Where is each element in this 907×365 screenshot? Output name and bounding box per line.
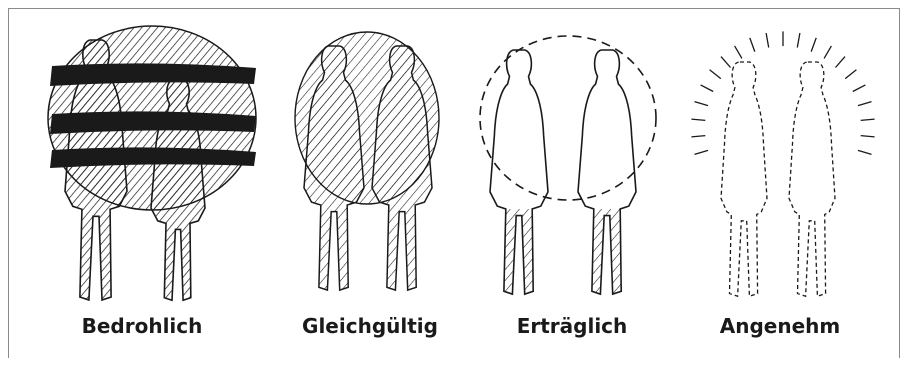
- panel-bedrohlich: [48, 26, 256, 300]
- figure-left: [721, 62, 767, 296]
- label-bedrohlich: Bedrohlich: [52, 314, 232, 338]
- halo-ray: [750, 38, 755, 52]
- halo-ray: [811, 38, 816, 52]
- halo-ray: [861, 119, 875, 120]
- figure-right: [789, 62, 835, 296]
- panel-gleichgueltig: [295, 32, 439, 290]
- halo-ray: [691, 119, 705, 120]
- hatched-legs-right: [592, 209, 621, 294]
- halo-ray: [861, 136, 875, 137]
- halo-ray: [858, 102, 872, 106]
- panel-angenehm: [691, 31, 874, 296]
- halo-ray: [710, 70, 721, 79]
- halo-ray: [845, 70, 856, 79]
- halo-ray: [735, 46, 742, 59]
- figure-left: [490, 50, 548, 294]
- halo-ray: [766, 33, 769, 48]
- halo-ray: [721, 57, 731, 68]
- halo-ray: [853, 85, 866, 92]
- halo-ray: [695, 102, 709, 106]
- label-angenehm: Angenehm: [690, 314, 870, 338]
- halo-ray: [797, 33, 800, 48]
- halo-ray: [701, 85, 714, 92]
- halo-ray: [836, 57, 846, 68]
- halo-ray: [695, 150, 709, 154]
- halo-ray: [858, 150, 872, 154]
- figure-right: [578, 50, 636, 294]
- label-ertraeglich: Erträglich: [482, 314, 662, 338]
- halo-ray: [691, 136, 705, 137]
- hatched-legs-left: [504, 209, 533, 294]
- panel-ertraeglich: [480, 36, 656, 294]
- halo-ray: [824, 46, 831, 59]
- label-gleichgueltig: Gleichgültig: [280, 314, 460, 338]
